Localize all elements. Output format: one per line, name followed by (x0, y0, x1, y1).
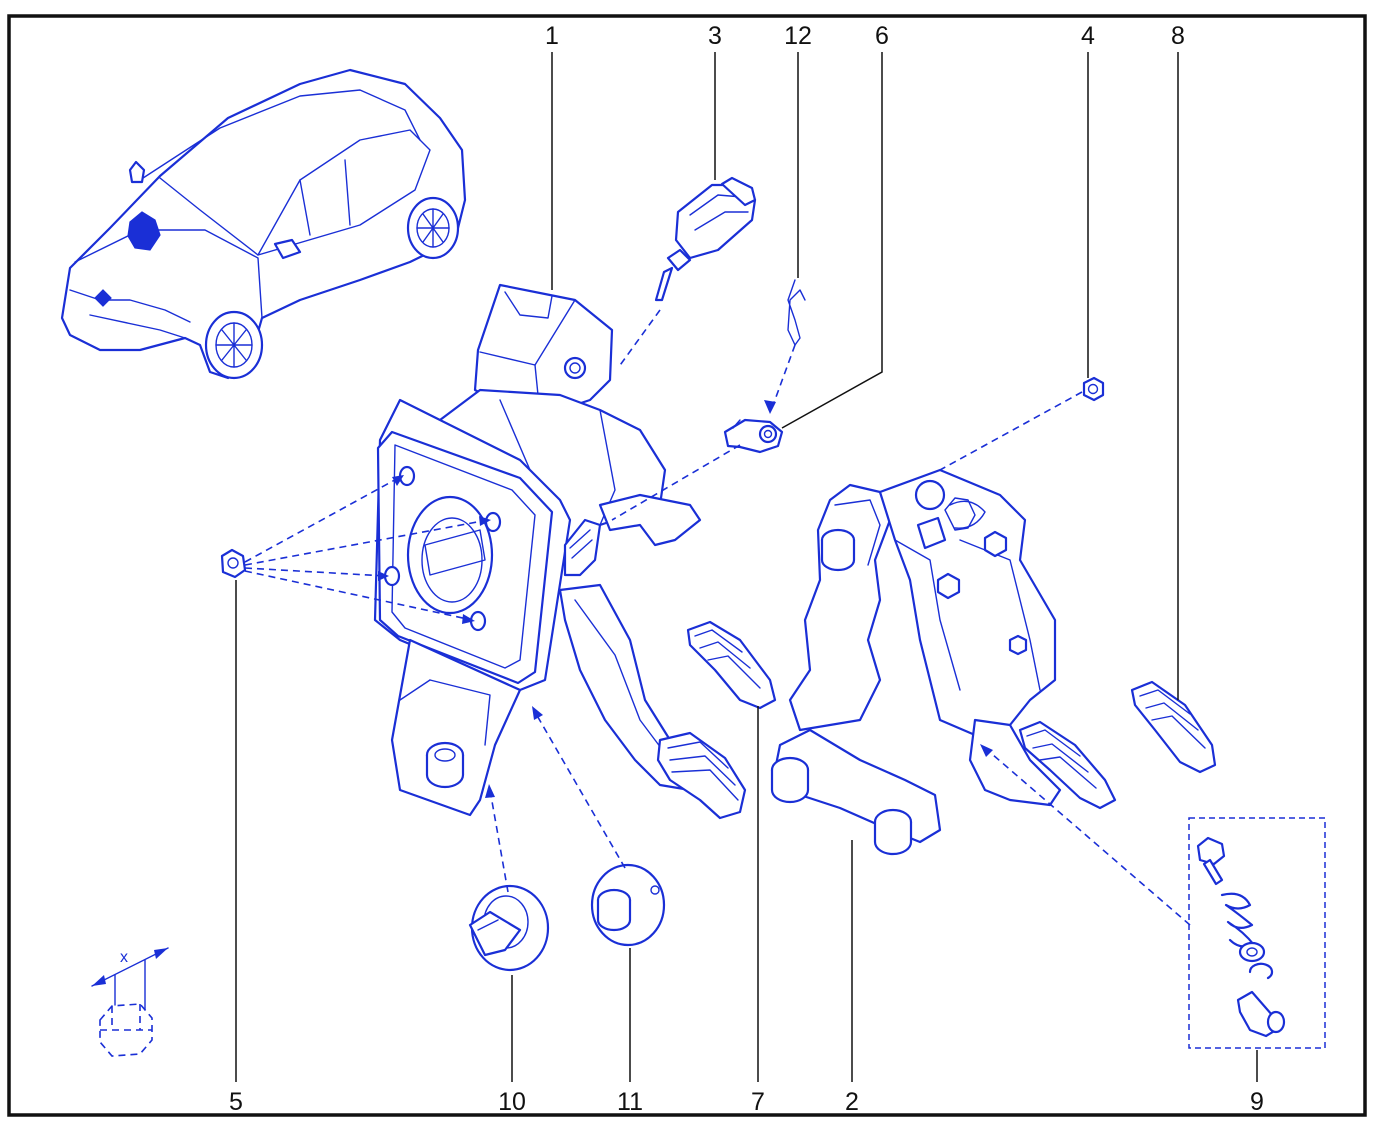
diagram-border (7, 14, 1367, 1117)
location-marker-icon (127, 211, 161, 251)
callout-1: 1 (545, 22, 559, 50)
part-10-clip (468, 884, 550, 972)
callout-labels: 1 3 12 6 4 8 5 10 11 7 2 9 (229, 22, 1264, 1116)
part-11-bush (590, 863, 666, 947)
dimension-label: x (120, 949, 128, 966)
callout-3: 3 (708, 22, 722, 50)
brand-logo-icon (94, 289, 112, 307)
assembly-lines (244, 309, 1191, 926)
part-5-nut (220, 548, 247, 579)
car-illustration (60, 68, 467, 380)
callout-6: 6 (875, 22, 889, 50)
callout-8: 8 (1171, 22, 1185, 50)
callout-7: 7 (751, 1088, 765, 1116)
callout-4: 4 (1081, 22, 1095, 50)
part-6-clevis (723, 418, 784, 454)
part-12-r-clip (787, 279, 806, 346)
callout-11: 11 (617, 1088, 643, 1116)
part-8-pedal-pad (1130, 680, 1217, 774)
leader-lines (235, 52, 1258, 1082)
part-4-nut (1082, 376, 1105, 402)
callout-5: 5 (229, 1088, 243, 1116)
part-9-spring-kit (1188, 817, 1326, 1049)
callout-2: 2 (845, 1088, 859, 1116)
nut-dimension-icon: x (91, 947, 169, 1057)
part-3-brake-light-switch (654, 176, 757, 302)
part-1-pedal-bracket (373, 283, 747, 820)
callout-12: 12 (784, 22, 812, 50)
callout-9: 9 (1250, 1088, 1264, 1116)
callout-10: 10 (498, 1088, 526, 1116)
part-7-pedal-pad (686, 620, 777, 710)
part-2-pedal-assembly (770, 468, 1117, 856)
